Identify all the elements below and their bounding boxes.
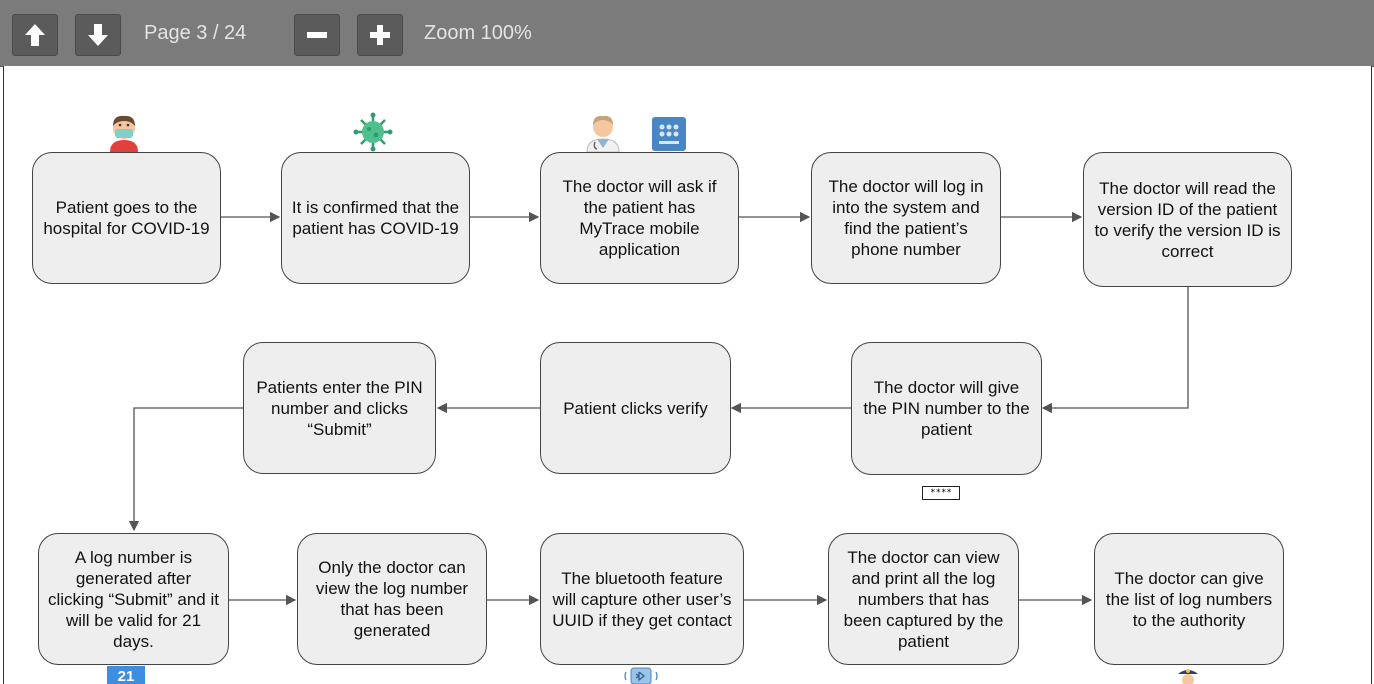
phone-bluetooth-icon: [624, 667, 658, 684]
flow-step-11: The bluetooth feature will capture other…: [540, 533, 744, 665]
flow-step-8: Patients enter the PIN number and clicks…: [243, 342, 436, 474]
police-officer-icon: [1178, 669, 1198, 684]
flow-step-2: It is confirmed that the patient has COV…: [281, 152, 470, 284]
arrow-n5-n6: [1041, 287, 1189, 414]
arrow-up-icon: [25, 24, 45, 46]
zoom-indicator: Zoom 100%: [424, 22, 532, 44]
minus-icon: [307, 32, 327, 38]
zoom-in-button[interactable]: [357, 14, 403, 56]
calendar-icon: 21: [107, 666, 145, 684]
flow-step-4: The doctor will log in into the system a…: [811, 152, 1001, 284]
flow-step-1: Patient goes to the hospital for COVID-1…: [32, 152, 221, 284]
next-page-button[interactable]: [75, 14, 121, 56]
virus-icon: [353, 112, 393, 152]
pin-icon: ****: [922, 486, 960, 500]
patient-mask-icon: [110, 115, 138, 152]
plus-icon: [370, 25, 390, 45]
flow-step-5: The doctor will read the version ID of t…: [1083, 152, 1292, 287]
arrow-down-icon: [88, 24, 108, 46]
flow-step-9: A log number is generated after clicking…: [38, 533, 229, 665]
flow-step-13: The doctor can give the list of log numb…: [1094, 533, 1284, 665]
mobile-app-icon: [652, 117, 686, 151]
zoom-out-button[interactable]: [294, 14, 340, 56]
arrow-n8-n9: [128, 407, 243, 532]
pdf-toolbar: Page 3 / 24 Zoom 100%: [0, 0, 1374, 67]
flow-step-12: The doctor can view and print all the lo…: [828, 533, 1019, 665]
flow-step-7: Patient clicks verify: [540, 342, 731, 474]
previous-page-button[interactable]: [12, 14, 58, 56]
calendar-day-text: 21: [118, 668, 135, 684]
flow-step-10: Only the doctor can view the log number …: [297, 533, 487, 665]
page-indicator: Page 3 / 24: [144, 22, 247, 44]
flow-step-3: The doctor will ask if the patient has M…: [540, 152, 739, 284]
flow-step-6: The doctor will give the PIN number to t…: [851, 342, 1042, 475]
doctor-icon: [586, 115, 620, 152]
